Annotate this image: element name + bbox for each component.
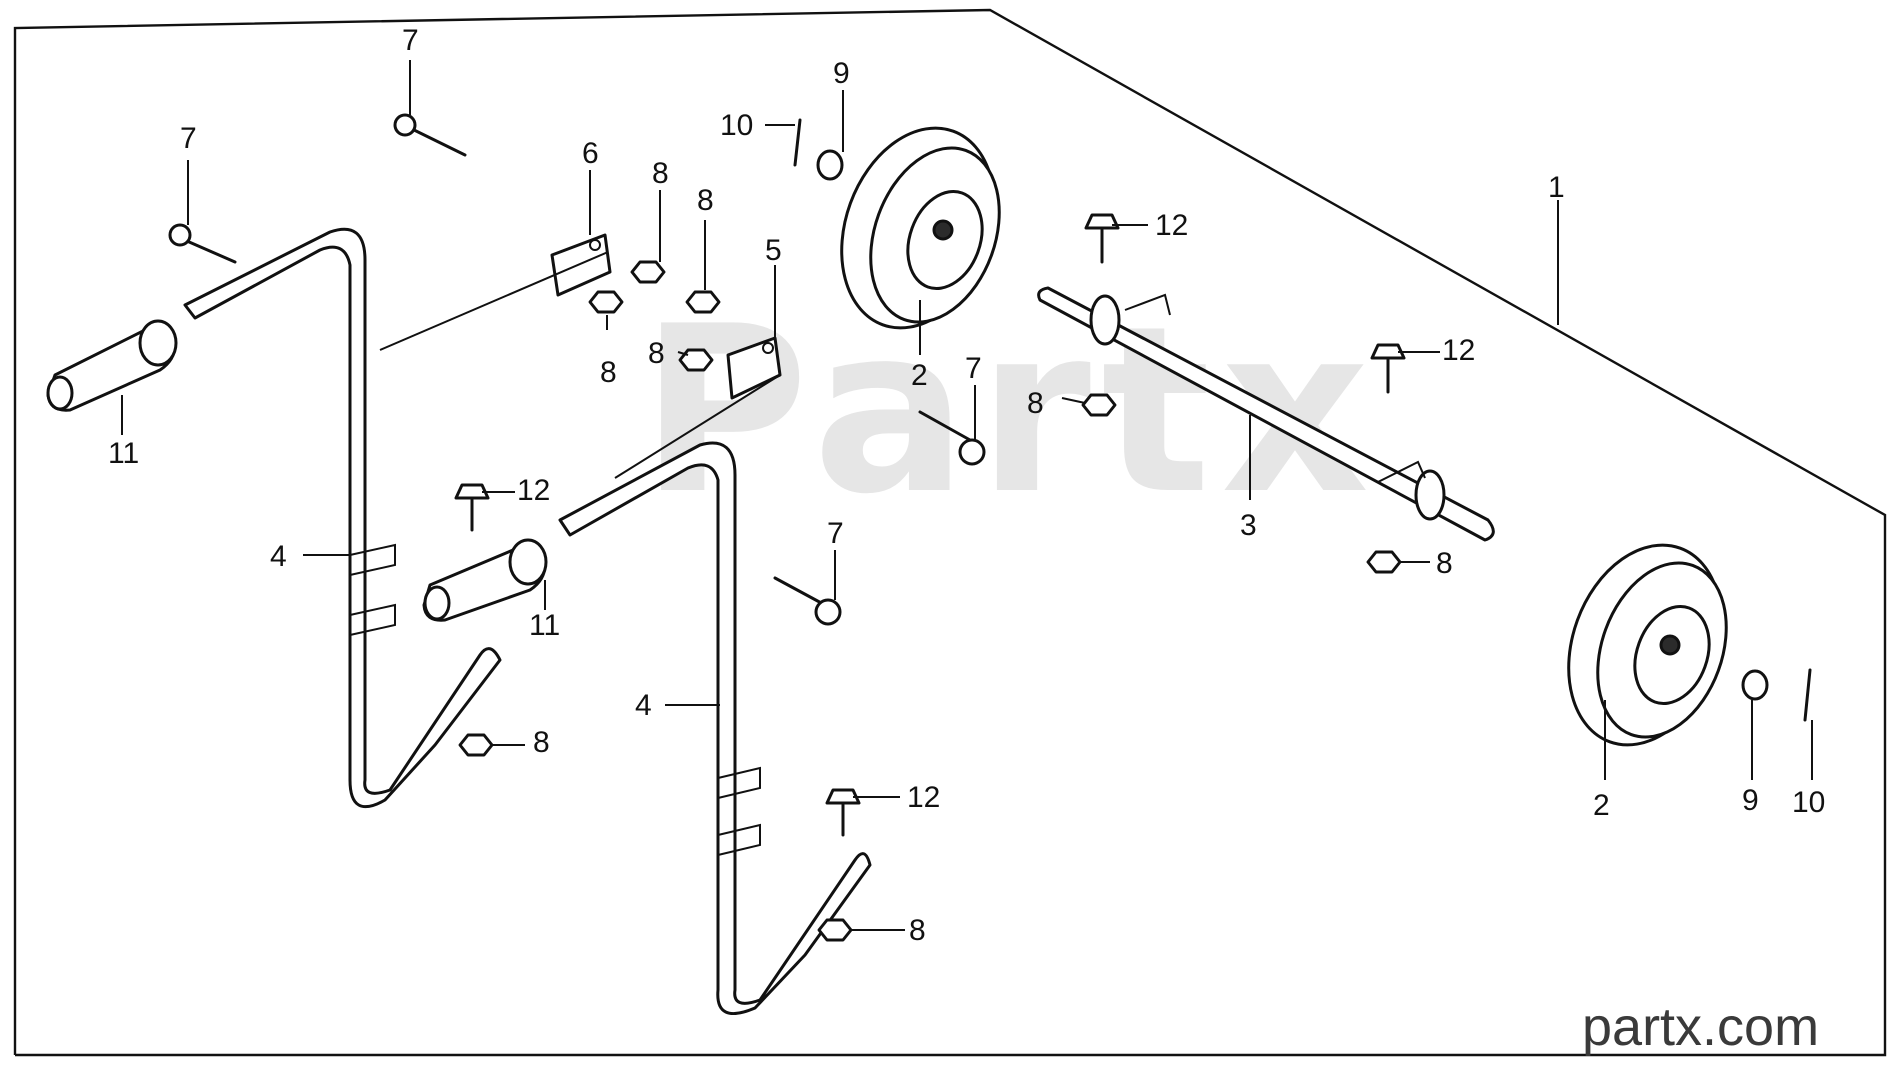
- leader-lines: [121, 60, 1813, 931]
- callout-10a: 10: [720, 109, 753, 142]
- callout-6: 6: [582, 137, 599, 170]
- nuts: [458, 260, 1402, 942]
- callout-9b: 9: [1742, 784, 1759, 817]
- brand-label: partx.com: [1582, 997, 1820, 1057]
- bolt-7b: [393, 113, 467, 157]
- callout-7a: 7: [180, 122, 197, 155]
- callout-8f: 8: [1436, 547, 1453, 580]
- callout-12a: 12: [1155, 209, 1188, 242]
- callout-8a: 8: [652, 157, 669, 190]
- flange-bolts: [454, 213, 1406, 837]
- callout-7b: 7: [402, 24, 419, 57]
- callout-12c: 12: [517, 474, 550, 507]
- callout-8c: 8: [600, 356, 617, 389]
- callout-8h: 8: [909, 914, 926, 947]
- callout-11a: 11: [108, 437, 139, 470]
- hand-grip-right: [422, 538, 548, 622]
- callout-8d: 8: [648, 337, 665, 370]
- callout-10b: 10: [1792, 786, 1825, 819]
- wheel-bottom: [1567, 543, 1728, 747]
- callout-8e: 8: [1027, 387, 1044, 420]
- callout-labels: 1 2 2 3 4 4 5 6 7 7 7 7 8 8 8 8 8 8 8 8 …: [108, 24, 1825, 947]
- callout-12b: 12: [1442, 334, 1475, 367]
- bolt-7d: [773, 576, 842, 626]
- callout-11b: 11: [529, 609, 560, 642]
- kit-outline: [13, 8, 1887, 1057]
- wheel-top: [840, 126, 1001, 330]
- bracket-6: [550, 233, 612, 297]
- bolt-7c: [918, 410, 986, 466]
- callout-9a: 9: [833, 57, 850, 90]
- callout-4a: 4: [270, 540, 287, 573]
- callout-2a: 2: [911, 359, 928, 392]
- washers-pins: [793, 118, 1812, 722]
- callout-3: 3: [1240, 509, 1257, 542]
- callout-12d: 12: [907, 781, 940, 814]
- callout-8b: 8: [697, 184, 714, 217]
- axle: [1037, 286, 1495, 542]
- handle-frame-right: [558, 441, 872, 1016]
- callout-8g: 8: [533, 726, 550, 759]
- callout-7c: 7: [965, 352, 982, 385]
- callout-4b: 4: [635, 689, 652, 722]
- callout-5: 5: [765, 234, 782, 267]
- callout-2b: 2: [1593, 789, 1610, 822]
- hand-grip-left: [46, 319, 178, 412]
- handle-frame-left: [183, 227, 502, 809]
- callout-1: 1: [1548, 171, 1565, 204]
- bolt-7a: [168, 223, 237, 264]
- callout-7d: 7: [827, 517, 844, 550]
